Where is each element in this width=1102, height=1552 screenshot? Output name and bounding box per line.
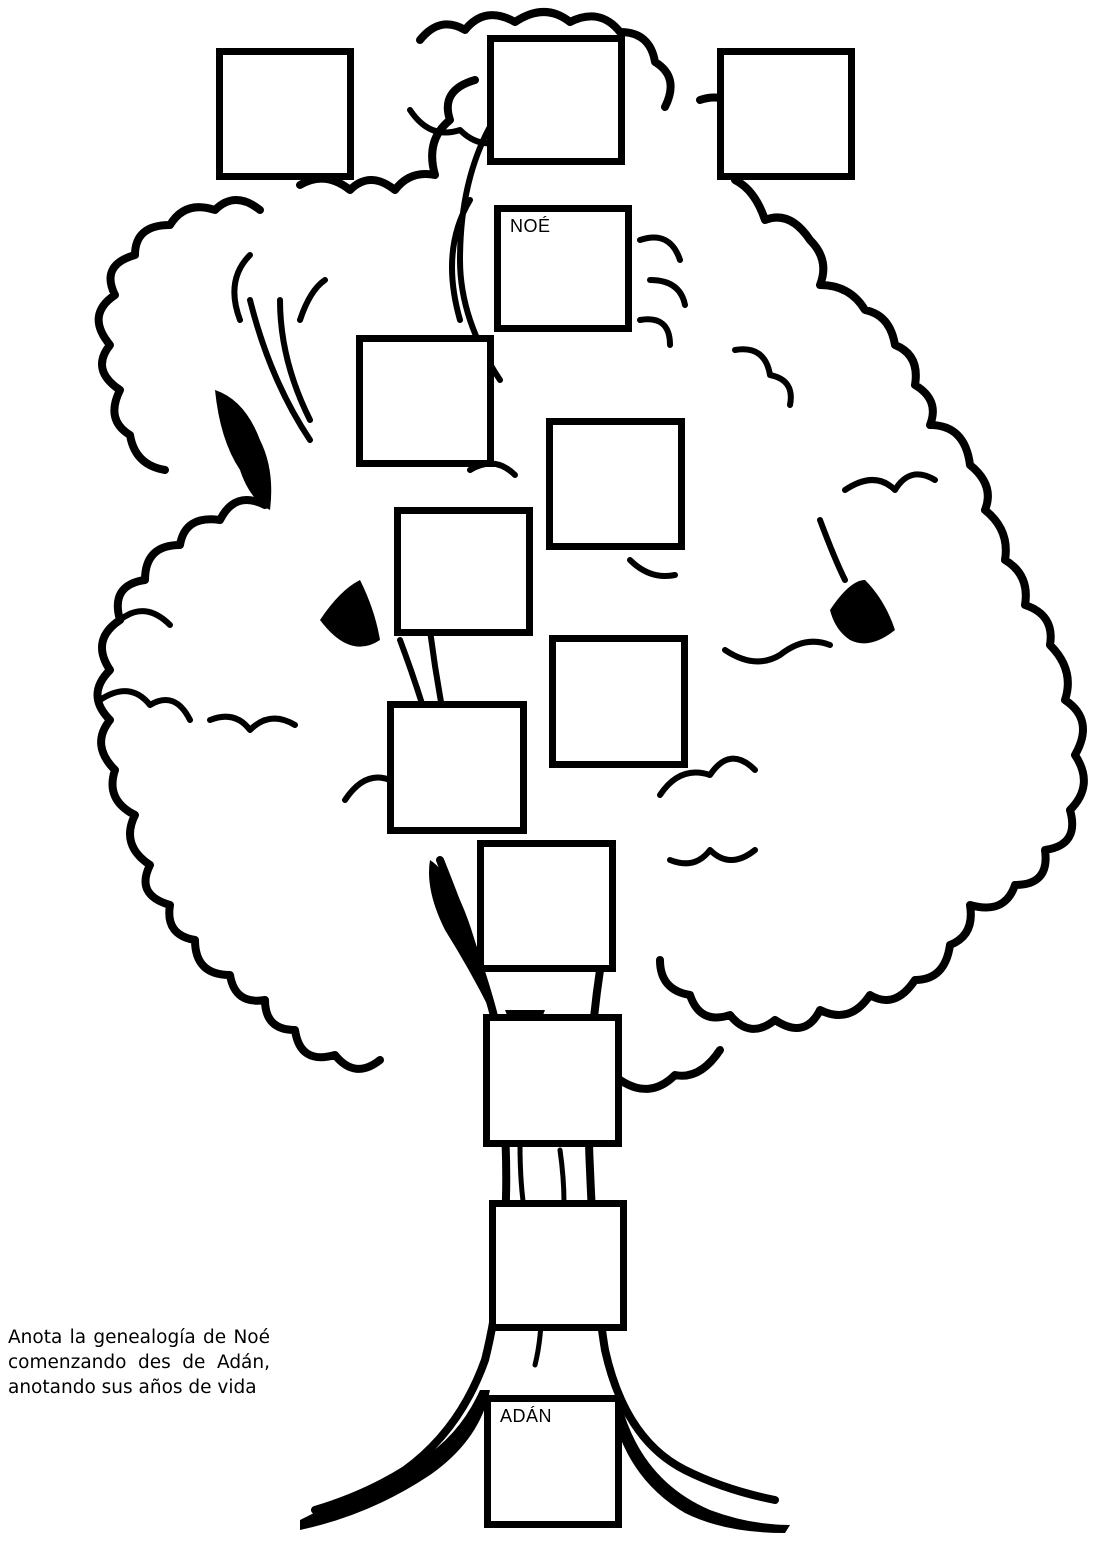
box-label-adan: ADÁN: [500, 1406, 552, 1427]
tree-dark-area-left: [215, 390, 271, 510]
instruction-text: Anota la genealogía de Noé comenzando de…: [8, 1325, 270, 1400]
genealogy-box-gen-2[interactable]: [489, 1200, 627, 1331]
tree-dark-area-right: [830, 580, 895, 643]
genealogy-box-gen-4[interactable]: [477, 840, 616, 972]
genealogy-box-top-center[interactable]: [487, 35, 625, 165]
genealogy-box-adan[interactable]: ADÁN: [484, 1395, 622, 1528]
genealogy-box-noe[interactable]: NOÉ: [494, 205, 632, 332]
genealogy-box-gen-3[interactable]: [483, 1014, 622, 1147]
genealogy-box-top-left[interactable]: [216, 48, 354, 180]
genealogy-box-top-right[interactable]: [717, 48, 855, 180]
tree-dark-area-center: [320, 580, 380, 647]
genealogy-box-gen-7[interactable]: [394, 507, 533, 636]
genealogy-box-gen-8[interactable]: [546, 418, 685, 550]
box-label-noe: NOÉ: [510, 216, 551, 237]
genealogy-box-gen-6[interactable]: [549, 635, 688, 768]
genealogy-box-gen-9[interactable]: [356, 335, 494, 467]
genealogy-box-gen-5[interactable]: [387, 701, 527, 834]
